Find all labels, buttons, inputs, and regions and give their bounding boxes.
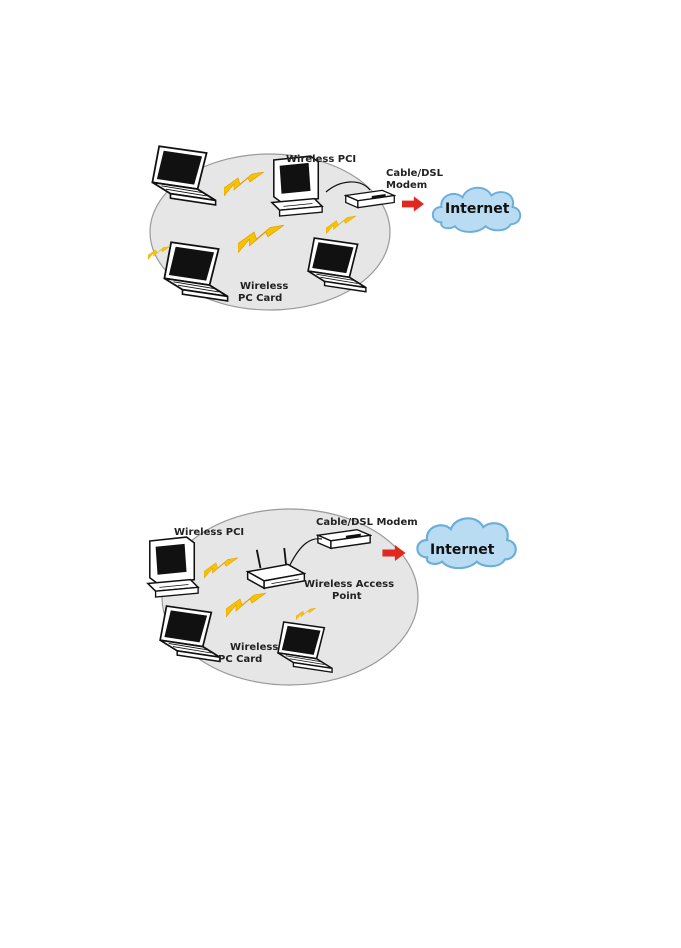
modem-label: Cable/DSL Modem: [316, 517, 418, 528]
pc-card-label: PC Card: [238, 293, 282, 304]
desktop-pc-icon: [272, 156, 322, 216]
access-point-label: Wireless Access: [304, 579, 394, 590]
pc-card-label: Wireless: [230, 642, 278, 653]
pc-card-label: Wireless: [240, 281, 288, 292]
adhoc-network-diagram: Wireless PCI Cable/DSL Modem Internet Wi…: [140, 140, 540, 315]
wireless-pci-label: Wireless PCI: [174, 527, 244, 538]
internet-label: Internet: [445, 201, 510, 217]
modem-label: Modem: [386, 180, 427, 191]
pc-card-label: PC Card: [218, 654, 262, 665]
modem-label: Cable/DSL: [386, 168, 444, 179]
desktop-pc-icon: [148, 537, 198, 597]
arrow-icon: [402, 196, 424, 211]
infrastructure-network-diagram: Wireless PCI Cable/DSL Modem Internet Wi…: [140, 505, 540, 695]
access-point-label: Point: [332, 591, 362, 602]
wireless-pci-label: Wireless PCI: [286, 154, 356, 165]
internet-label: Internet: [430, 542, 495, 558]
